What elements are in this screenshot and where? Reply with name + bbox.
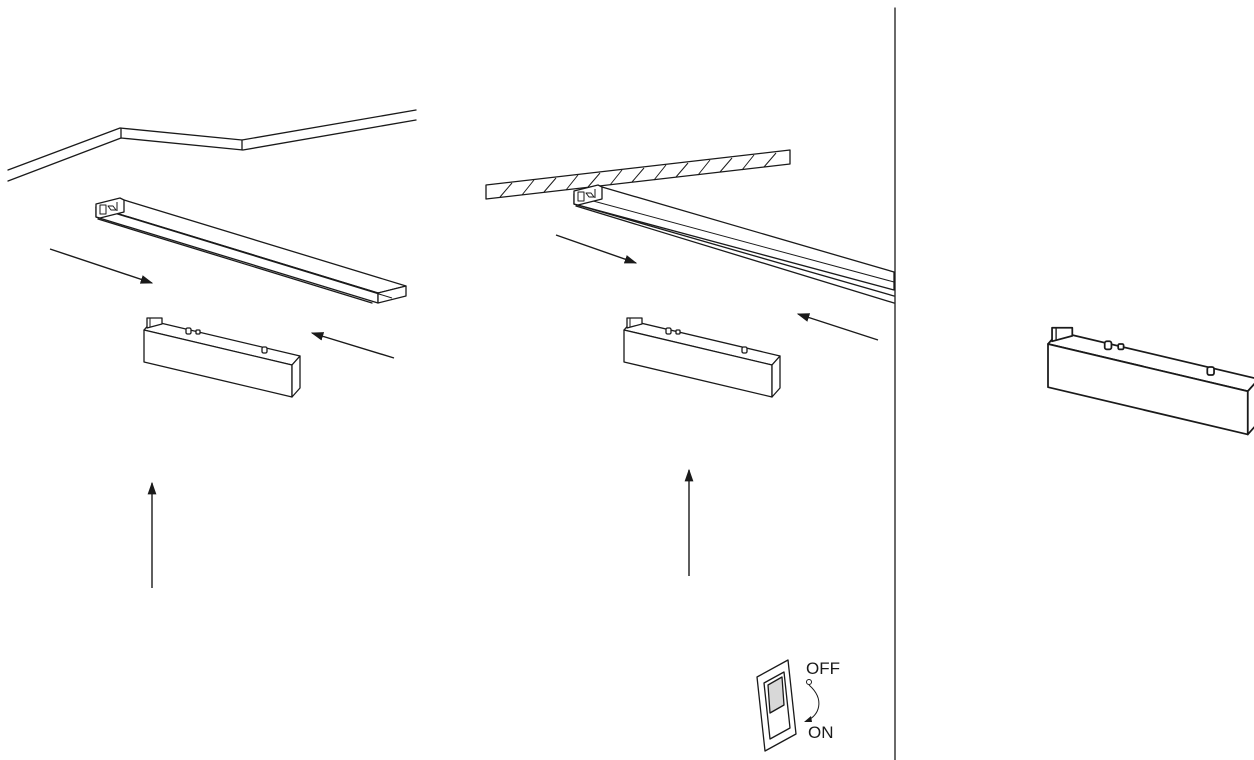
slide-arrow-left: [49, 248, 154, 284]
panel-2: OFF ON: [485, 149, 895, 752]
switch-off-label: OFF: [806, 659, 840, 678]
slide-arrow-left: [555, 234, 638, 264]
panel-1: [7, 109, 417, 588]
light-module: [143, 317, 301, 398]
ceiling-outline: [7, 109, 417, 182]
slide-arrow-right: [310, 332, 395, 359]
light-module: [1047, 326, 1254, 436]
light-module: [623, 317, 781, 398]
hatched-ceiling: [485, 149, 791, 200]
panel-3: [1047, 326, 1254, 436]
slide-arrow-right: [796, 313, 879, 341]
power-switch: OFF ON: [756, 659, 840, 752]
mounted-track: [573, 184, 895, 304]
switch-on-label: ON: [808, 723, 834, 742]
track-rail: [95, 197, 407, 304]
